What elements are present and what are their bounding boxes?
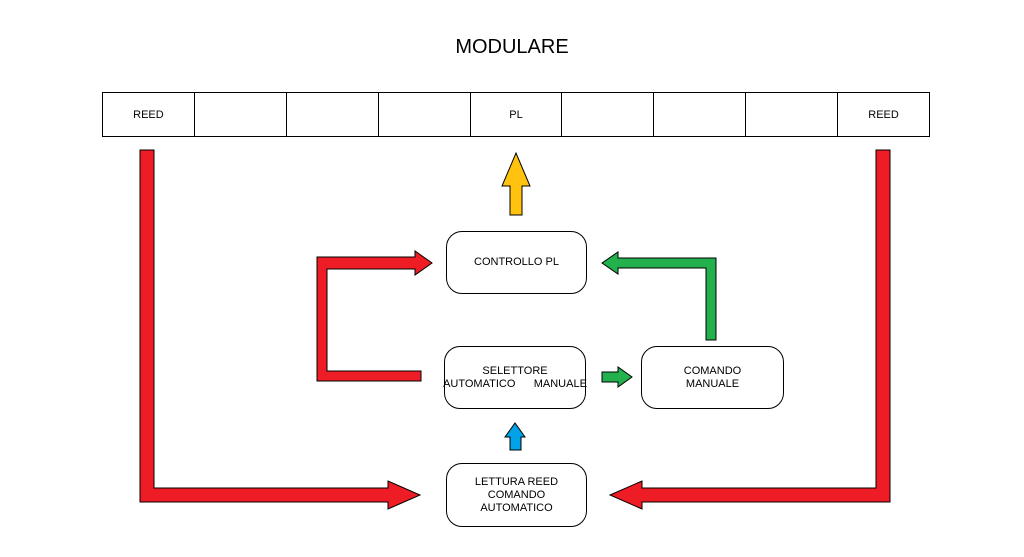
bar-cell-reed-left: REED — [103, 93, 195, 136]
box-lettura-reed: LETTURA REED COMANDO AUTOMATICO — [446, 463, 587, 527]
bar-cell-4 — [379, 93, 471, 136]
green-arrow-comando-to-controllo — [601, 251, 717, 341]
box-lettura-reed-line-2: COMANDO — [487, 488, 546, 501]
bar-cell-6 — [562, 93, 655, 136]
box-lettura-reed-line-1: LETTURA REED — [474, 475, 559, 488]
bar-cell-8 — [746, 93, 839, 136]
bar-cell-7 — [654, 93, 747, 136]
bar-cell-reed-right: REED — [868, 108, 899, 121]
box-comando-manuale-line-2: MANUALE — [685, 377, 740, 390]
modular-bar: REED PL REED — [102, 92, 930, 137]
bar-cell-pl: PL — [471, 93, 563, 136]
box-controllo-pl: CONTROLLO PL — [446, 231, 587, 294]
box-comando-manuale-line-1: COMANDO — [683, 364, 742, 377]
yellow-arrow-up-to-pl — [501, 151, 531, 216]
bar-cell-3 — [287, 93, 379, 136]
box-selettore-line-1: SELETTORE — [482, 364, 548, 377]
green-arrow-selettore-to-comando — [601, 366, 633, 388]
blue-arrow-lettura-to-selettore — [504, 422, 526, 451]
bar-cell-2 — [195, 93, 287, 136]
box-selettore: SELETTORE AUTOMATICO MANUALE — [443, 346, 587, 409]
red-arrow-selettore-to-controllo — [316, 250, 433, 382]
box-comando-manuale: COMANDO MANUALE — [641, 346, 784, 409]
red-arrow-right-reed-to-lettura — [608, 149, 891, 510]
box-lettura-reed-line-3: AUTOMATICO — [480, 501, 553, 514]
box-selettore-line-2: AUTOMATICO MANUALE — [443, 377, 587, 390]
diagram-title: MODULARE — [455, 36, 569, 58]
red-arrow-left-reed-to-lettura — [139, 149, 422, 510]
box-controllo-pl-line-1: CONTROLLO PL — [474, 256, 559, 268]
